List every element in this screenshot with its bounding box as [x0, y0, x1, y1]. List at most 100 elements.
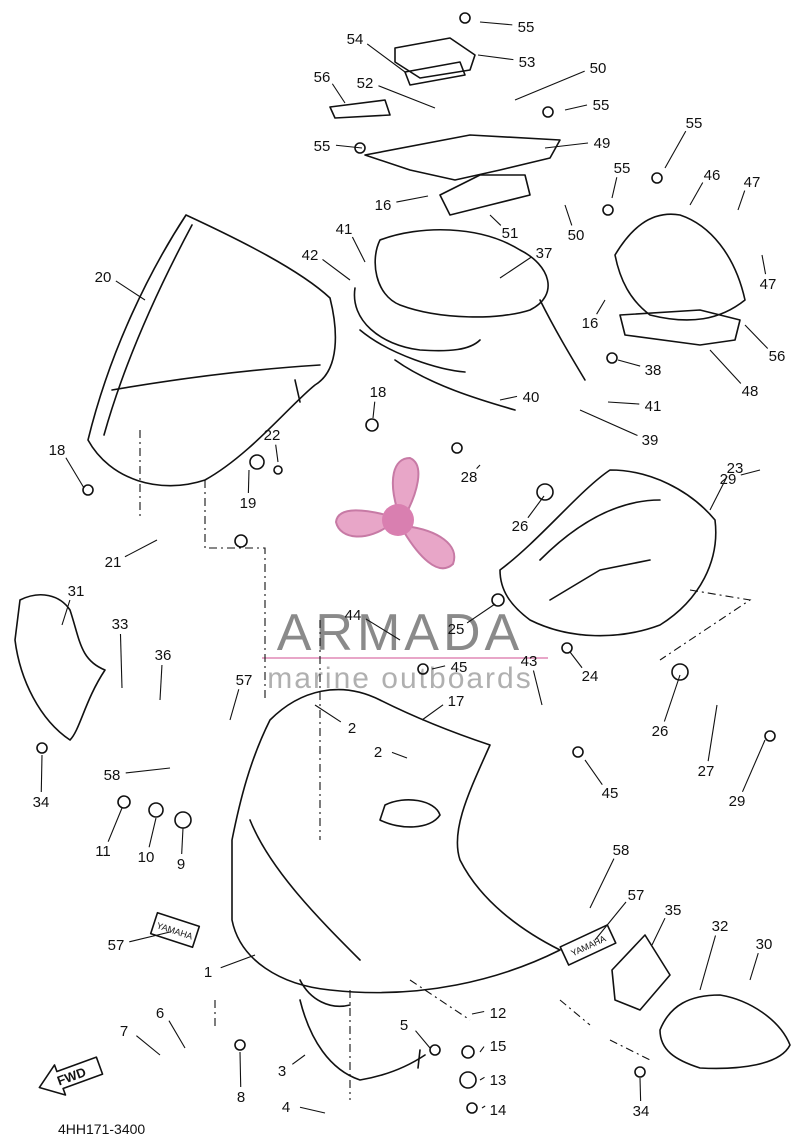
callout-leader [532, 670, 543, 706]
callout-leader [594, 901, 627, 941]
callout-label: 36 [155, 647, 172, 664]
callout-leader [479, 1076, 485, 1081]
lower-bracket [299, 999, 426, 1081]
callout-label: 21 [105, 554, 122, 571]
callout-leader [331, 83, 346, 104]
callout-label: 18 [370, 384, 387, 401]
callout-leader [740, 469, 761, 476]
callout-leader [489, 214, 502, 226]
windscreen [87, 214, 337, 487]
callout-label: 44 [345, 607, 362, 624]
callout-label: 40 [523, 389, 540, 406]
callout-label: 13 [490, 1072, 507, 1089]
fasteners [36, 12, 776, 1114]
callout-leader [471, 1010, 485, 1015]
watermark-subtitle: marine outboards [267, 662, 532, 695]
meter-panel [353, 228, 586, 411]
watermark-title: ARMADA [277, 604, 523, 662]
emblem-left: YAMAHA [149, 911, 201, 949]
callout-leader [596, 299, 606, 315]
callout-leader [663, 674, 681, 722]
callout-leader [40, 754, 43, 793]
callout-label: 55 [518, 19, 535, 36]
callout-label: 46 [704, 167, 721, 184]
callout-label: 5 [400, 1017, 408, 1034]
callout-label: 57 [628, 887, 645, 904]
callout-leader [396, 195, 429, 203]
callout-label: 16 [582, 315, 599, 332]
callout-leader [391, 751, 408, 759]
callout-leader [607, 401, 640, 405]
callout-label: 48 [742, 383, 759, 400]
callout-leader [119, 633, 123, 689]
callout-label: 37 [536, 245, 553, 262]
callout-leader [564, 204, 573, 226]
callout-label: 34 [33, 794, 50, 811]
callout-leader [136, 1035, 161, 1056]
fwd-arrow: FWD [38, 1056, 104, 1096]
emblem-right-text: YAMAHA [569, 933, 607, 958]
callout-label: 30 [756, 936, 773, 953]
callout-label: 15 [490, 1038, 507, 1055]
watermark: ARMADA marine outboards [262, 456, 548, 695]
callout-leader [181, 827, 184, 855]
callout-label: 19 [240, 495, 257, 512]
callout-leader [709, 349, 742, 384]
callout-leader [737, 190, 746, 211]
callout-leader [564, 104, 588, 111]
callout-leader [115, 280, 146, 301]
callout-leader [579, 409, 638, 437]
callout-leader [366, 43, 406, 73]
callout-label: 57 [108, 937, 125, 954]
callout-leader [481, 1105, 486, 1109]
callout-label: 39 [642, 432, 659, 449]
right-inner-panel [614, 213, 746, 346]
callout-leader [322, 259, 351, 281]
callout-label: 22 [264, 427, 281, 444]
callout-leader [639, 1077, 642, 1102]
callout-label: 55 [593, 97, 610, 114]
callout-leader [239, 1051, 242, 1088]
callout-leader [168, 1020, 186, 1049]
callout-label: 42 [302, 247, 319, 264]
callout-label: 26 [512, 518, 529, 535]
callout-label: 55 [686, 115, 703, 132]
callout-leader [415, 1030, 431, 1049]
callout-label: 45 [602, 785, 619, 802]
callout-leader [378, 85, 436, 109]
callout-leader [314, 704, 342, 723]
callout-leader [476, 464, 481, 469]
callout-label: 41 [645, 398, 662, 415]
callout-leader [499, 395, 518, 401]
callout-label: 27 [698, 763, 715, 780]
callout-label: 17 [448, 693, 465, 710]
callout-label: 41 [336, 221, 353, 238]
callout-label: 7 [120, 1023, 128, 1040]
callout-leader [584, 759, 603, 785]
callout-leader [479, 21, 513, 26]
callout-leader [466, 603, 496, 624]
callout-leader [589, 858, 615, 909]
callout-label: 57 [236, 672, 253, 689]
callout-leader [107, 807, 123, 842]
callout-leader [499, 256, 532, 279]
callout-label: 26 [652, 723, 669, 740]
callout-label: 47 [760, 276, 777, 293]
callout-label: 50 [590, 60, 607, 77]
callout-label: 58 [104, 767, 121, 784]
callout-label: 56 [314, 69, 331, 86]
callout-leader [129, 931, 171, 943]
callout-leader [292, 1054, 306, 1065]
callout-label: 52 [357, 75, 374, 92]
callout-label: 1 [204, 964, 212, 981]
callout-label: 49 [594, 135, 611, 152]
callout-leader [229, 689, 240, 721]
callout-label: 33 [112, 616, 129, 633]
right-mirror [611, 934, 791, 1070]
left-side-panel [14, 594, 106, 741]
callout-leader [611, 177, 618, 199]
callout-leader [365, 618, 401, 641]
drawing-code: 4HH171-3400 [58, 1121, 145, 1137]
callout-leader [699, 935, 717, 991]
callout-label: 38 [645, 362, 662, 379]
